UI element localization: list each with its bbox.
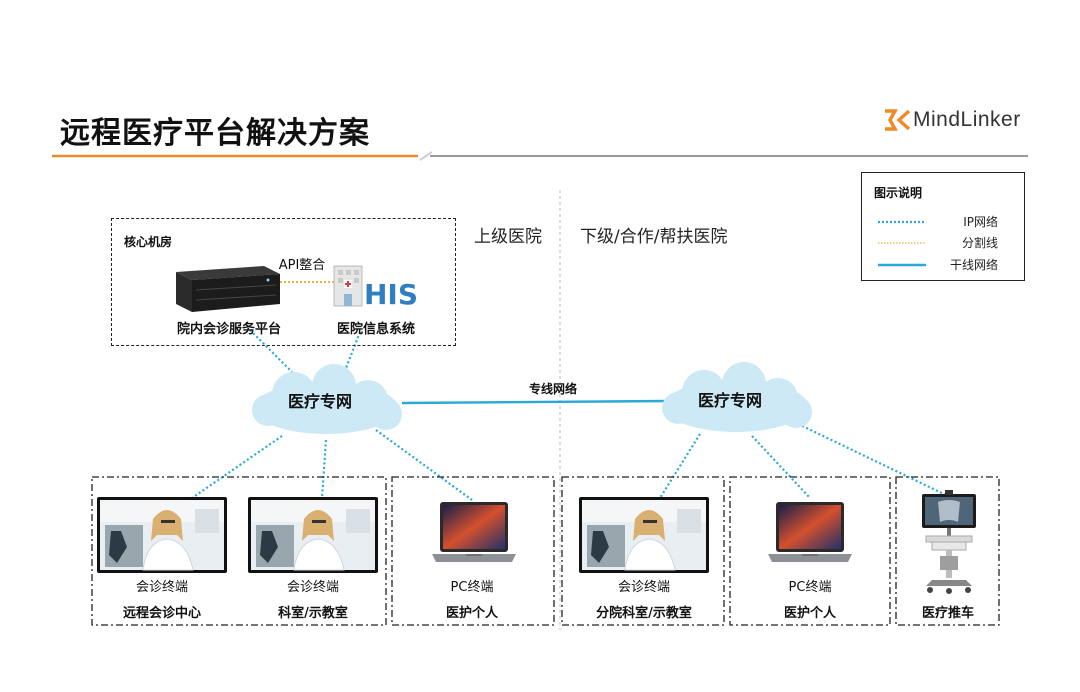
group-label: 医护个人 xyxy=(446,602,498,621)
laptop-icon xyxy=(768,500,852,570)
device-label: 会诊终端 xyxy=(618,576,670,595)
group-label: 分院科室/示教室 xyxy=(596,602,692,621)
laptop-icon xyxy=(432,500,516,570)
group-label: 医疗推车 xyxy=(922,602,974,621)
group-label: 科室/示教室 xyxy=(278,602,348,621)
device-label: PC终端 xyxy=(789,576,832,595)
group-label: 医护个人 xyxy=(784,602,836,621)
video-terminal-icon xyxy=(248,497,378,573)
device-label: 会诊终端 xyxy=(136,576,188,595)
device-label: PC终端 xyxy=(451,576,494,595)
device-label: 会诊终端 xyxy=(287,576,339,595)
medical-cart-icon xyxy=(918,490,980,598)
group-label: 远程会诊中心 xyxy=(123,602,201,621)
video-terminal-icon xyxy=(97,497,227,573)
video-terminal-icon xyxy=(579,497,709,573)
